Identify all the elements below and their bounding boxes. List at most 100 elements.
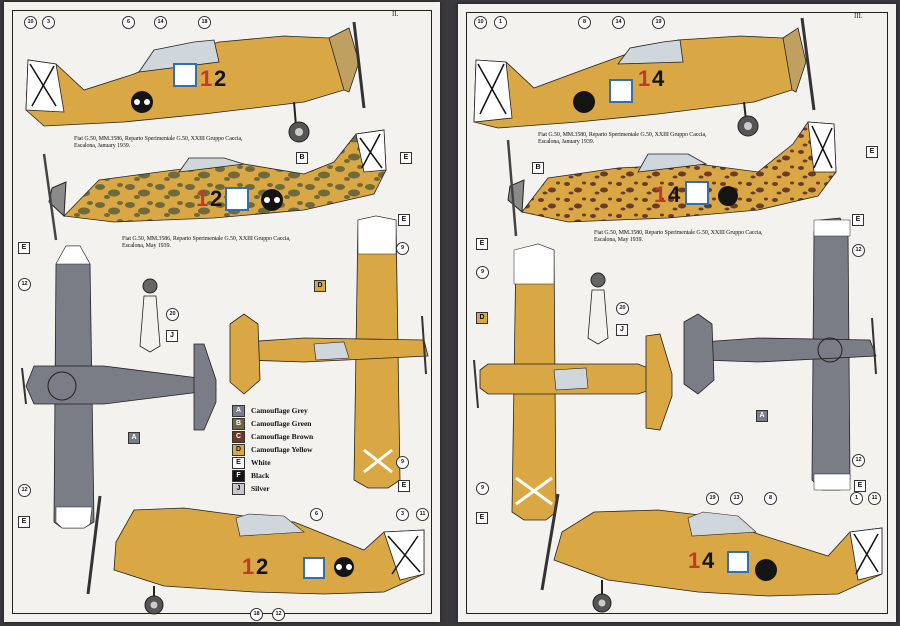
color-letter: B [532,162,544,174]
color-letter: D [476,312,488,324]
color-letter: E [400,152,412,164]
callout: 3 [396,508,409,521]
callout: 11 [416,508,429,521]
aircraft-top-view [229,215,429,489]
instruction-sheet-left: II. [4,2,440,622]
detail-part [587,272,609,345]
aircraft-side-view-3 [86,495,425,615]
callout: 11 [868,492,881,505]
callout: 1 [850,492,863,505]
legend-row-yellow: D Camouflage Yellow [232,443,402,456]
callout: 1 [494,16,507,29]
code-number-2: 2 [210,186,223,211]
aircraft-side-view-2 [42,129,387,241]
callout: 14 [154,16,167,29]
color-letter: E [18,516,30,528]
legend-label: Silver [251,484,270,493]
color-letter: E [398,480,410,492]
callout: 9 [476,266,489,279]
code-number-4: 4 [652,66,665,91]
color-letter: A [756,410,768,422]
caption-1: Fiat G.50, MM.3580, Reparto Sperimentale… [538,132,707,145]
code-number-1: 1 [200,66,213,91]
callout: 19 [652,16,665,29]
callout: 10 [474,16,487,29]
sheet-frame [466,12,888,614]
legend-swatch: J [232,482,245,495]
color-letter: E [18,242,30,254]
code-number-4: 4 [668,182,681,207]
legend-label: Black [251,471,270,480]
aircraft-side-view-2 [506,121,837,237]
code-number-1: 1 [688,548,701,573]
code-number-1: 1 [196,186,209,211]
page-number: III. [854,12,863,20]
color-letter: E [854,480,866,492]
legend-label: Camouflage Green [251,419,312,428]
instruction-sheet-right: III. [458,4,896,622]
color-legend: A Camouflage Grey B Camouflage Green C C… [232,404,402,495]
color-letter: E [476,238,488,250]
legend-label: Camouflage Brown [251,432,314,441]
callout: 6 [122,16,135,29]
page-number: II. [392,10,399,18]
color-letter: E [476,512,488,524]
legend-swatch: A [232,404,245,417]
code-number-4: 4 [702,548,715,573]
legend-swatch: E [232,456,245,469]
callout: 12 [272,608,285,621]
color-letter: J [166,330,178,342]
legend-swatch: C [232,430,245,443]
color-letter: A [128,432,140,444]
callout: 12 [18,278,31,291]
legend-row-black: F Black [232,469,402,482]
callout: 8 [578,16,591,29]
callout: 19 [706,492,719,505]
caption-2: Fiat G.50, MM.3586, Reparto Sperimentale… [122,236,291,249]
detail-part [139,278,161,353]
legend-row-green: B Camouflage Green [232,417,402,430]
code-number-1: 1 [654,182,667,207]
callout: 9 [396,456,409,469]
callout: 8 [764,492,777,505]
aircraft-underside-view [21,245,217,529]
color-letter: E [866,146,878,158]
color-letter: D [314,280,326,292]
callout: 12 [18,484,31,497]
aircraft-underside-view [683,217,877,491]
color-letter: E [398,214,410,226]
callout: 6 [310,508,323,521]
aircraft-side-view-1 [473,17,816,137]
callout: 12 [852,244,865,257]
color-letter: E [852,214,864,226]
legend-row-white: E White [232,456,402,469]
legend-swatch: B [232,417,245,430]
color-letter: J [616,324,628,336]
code-number-2: 2 [256,554,269,579]
callout: 9 [476,482,489,495]
callout: 20 [616,302,629,315]
callout: 18 [250,608,263,621]
callout: 3 [42,16,55,29]
caption-2: Fiat G.50, MM.3580, Reparto Sperimentale… [594,230,763,243]
code-number-1: 1 [242,554,255,579]
caption-1: Fiat G.50, MM.3586, Reparto Sperimentale… [74,136,243,149]
callout: 14 [612,16,625,29]
legend-row-grey: A Camouflage Grey [232,404,402,417]
callout: 12 [852,454,865,467]
right-drawings [473,17,883,613]
code-number-2: 2 [214,66,227,91]
aircraft-top-view [473,243,673,521]
sheet-frame [12,10,432,614]
legend-swatch: F [232,469,245,482]
callout: 20 [166,308,179,321]
code-number-1: 1 [638,66,651,91]
legend-label: White [251,458,271,467]
aircraft-side-view-1 [25,21,366,143]
callout: 13 [730,492,743,505]
legend-label: Camouflage Yellow [251,445,313,454]
legend-label: Camouflage Grey [251,406,308,415]
callout: 9 [396,242,409,255]
callout: 10 [24,16,37,29]
legend-row-brown: C Camouflage Brown [232,430,402,443]
